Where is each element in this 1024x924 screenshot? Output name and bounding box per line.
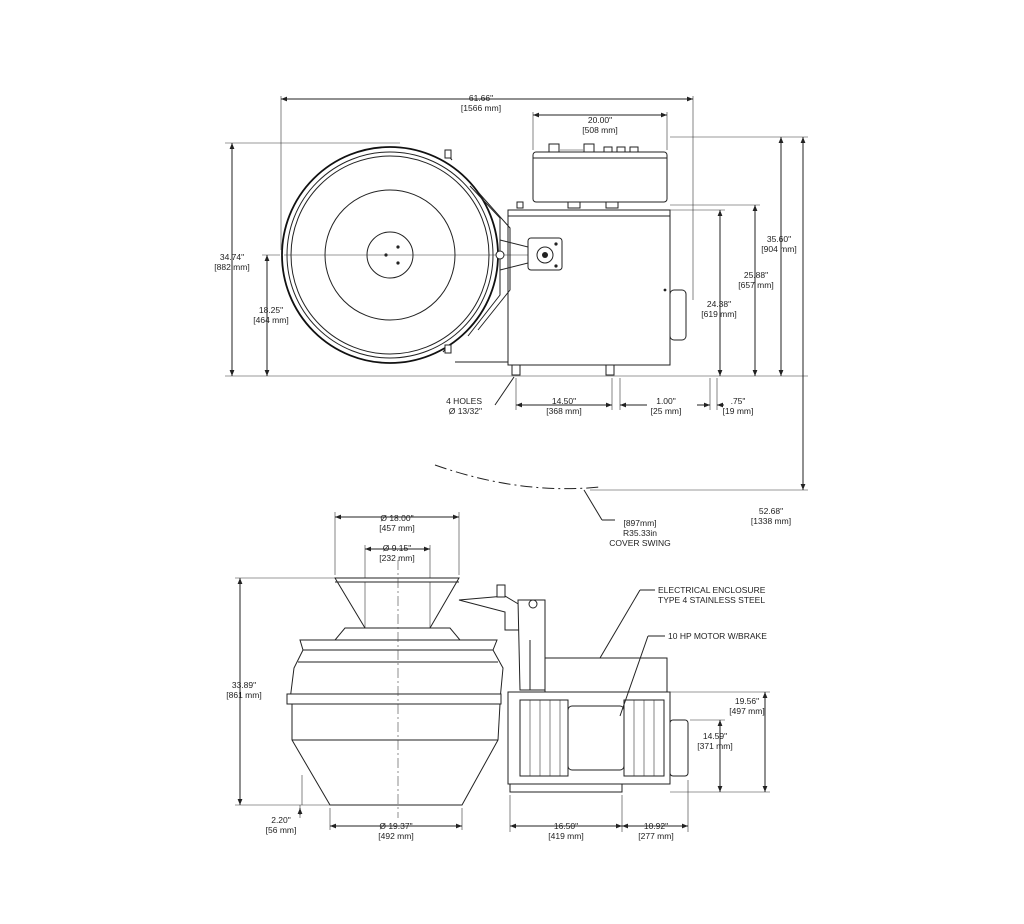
- side-view: [235, 512, 770, 832]
- dim-depth-3-mm: [619 mm]: [701, 309, 736, 319]
- dim-motor-height-1-mm: [497 mm]: [729, 706, 764, 716]
- dim-center-offset-mm: [464 mm]: [253, 315, 288, 325]
- dim-depth-2-mm: [657 mm]: [738, 280, 773, 290]
- dim-edge-offset-mm: [19 mm]: [723, 406, 754, 416]
- dim-depth-1-in: 35.60": [767, 234, 791, 244]
- top-view: [225, 96, 808, 521]
- dim-motor-height-2-in: 14.59": [703, 731, 727, 741]
- dim-base-len-2-mm: [277 mm]: [638, 831, 673, 841]
- dimension-labels: 61.66" [1566 mm] 20.00" [508 mm] 34.74" …: [214, 93, 796, 841]
- dim-depth-2-in: 25.88": [744, 270, 768, 280]
- dim-depth-1-mm: [904 mm]: [761, 244, 796, 254]
- dim-hole-spacing-in: 14.50": [552, 396, 576, 406]
- dim-overall-height-mm: [861 mm]: [226, 690, 261, 700]
- cover-swing-in: R35.33in: [623, 528, 657, 538]
- motor-side: [519, 699, 665, 777]
- dim-depth-3-in: 24.38": [707, 299, 731, 309]
- dim-enclosure-width-in: 20.00": [588, 115, 612, 125]
- callout-enclosure-line1: ELECTRICAL ENCLOSURE: [658, 585, 766, 595]
- dim-top-dia-mm: [457 mm]: [379, 523, 414, 533]
- dim-base-len-2-in: 10.92": [644, 821, 668, 831]
- dim-base-height-in: 2.20": [271, 815, 291, 825]
- dim-hole-offset-in: 1.00": [656, 396, 676, 406]
- dim-hole-offset-mm: [25 mm]: [651, 406, 682, 416]
- callout-enclosure-line2: TYPE 4 STAINLESS STEEL: [658, 595, 765, 605]
- dim-motor-height-2-mm: [371 mm]: [697, 741, 732, 751]
- dim-base-dia-in: Ø 19.37": [379, 821, 412, 831]
- control-box-top: [532, 143, 668, 209]
- dim-base-height-mm: [56 mm]: [266, 825, 297, 835]
- callout-motor: 10 HP MOTOR W/BRAKE: [668, 631, 767, 641]
- dim-top-dia-in: Ø 18.00": [380, 513, 413, 523]
- cover-swing-mm: [897mm]: [623, 518, 656, 528]
- dim-overall-width-in: 61.66": [469, 93, 493, 103]
- holes-label: 4 HOLES: [446, 396, 482, 406]
- dim-cover-swing-depth-in: 52.68": [759, 506, 783, 516]
- dim-inner-dia-mm: [232 mm]: [379, 553, 414, 563]
- dim-motor-height-1-in: 19.56": [735, 696, 759, 706]
- motor-housing-top: [507, 209, 687, 376]
- dim-base-len-1-mm: [419 mm]: [548, 831, 583, 841]
- dim-overall-height-in: 33.89": [232, 680, 256, 690]
- holes-dia-label: Ø 13/32": [449, 406, 482, 416]
- dim-base-dia-mm: [492 mm]: [378, 831, 413, 841]
- dim-inner-dia-in: Ø 9.15": [383, 543, 412, 553]
- dim-cover-swing-depth-mm: [1338 mm]: [751, 516, 791, 526]
- dim-center-offset-in: 18.25": [259, 305, 283, 315]
- dim-enclosure-width-mm: [508 mm]: [582, 125, 617, 135]
- dim-hole-spacing-mm: [368 mm]: [546, 406, 581, 416]
- dim-overall-width-mm: [1566 mm]: [461, 103, 501, 113]
- dim-top-depth-mm: [882 mm]: [214, 262, 249, 272]
- dim-top-depth-in: 34.74": [220, 252, 244, 262]
- cover-swing-label: COVER SWING: [609, 538, 670, 548]
- bowl-top: [281, 146, 563, 364]
- dim-edge-offset-in: .75": [731, 396, 746, 406]
- dim-base-len-1-in: 16.50": [554, 821, 578, 831]
